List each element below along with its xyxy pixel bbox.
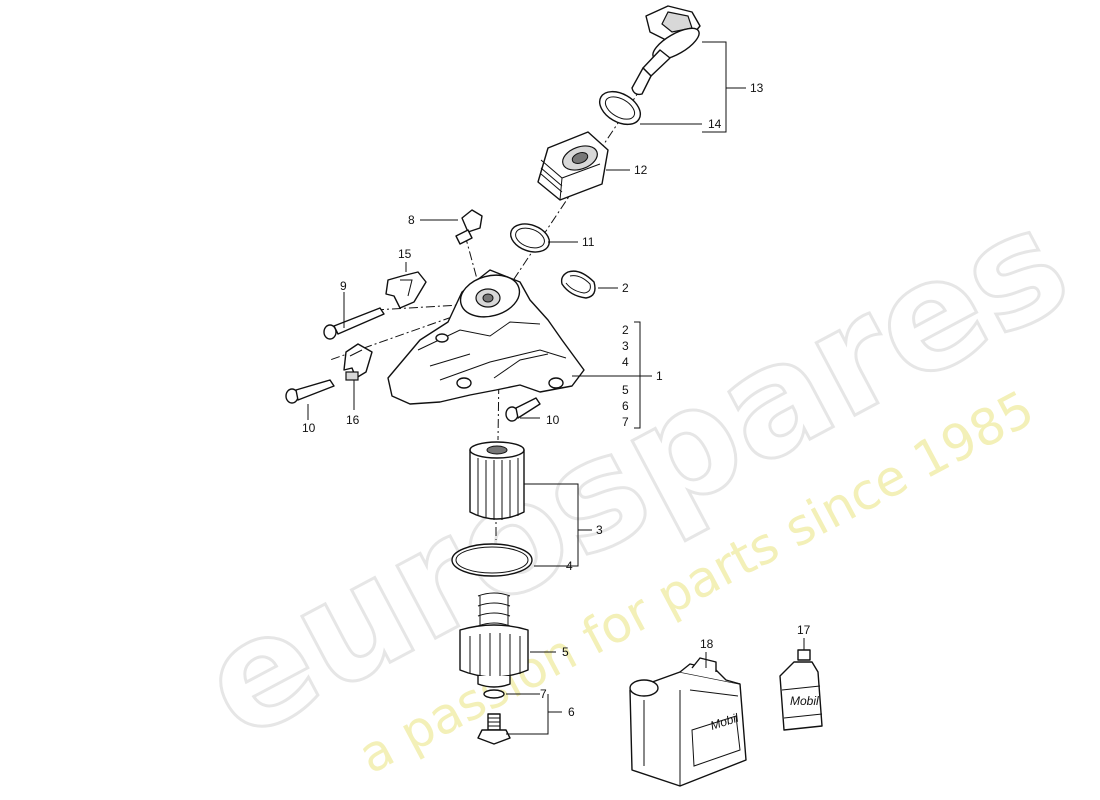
callout-7[interactable]: 7 — [540, 687, 547, 701]
part-5-filter-cap[interactable] — [459, 592, 529, 688]
part-11-seal-ring[interactable] — [507, 219, 553, 257]
callout-18[interactable]: 18 — [700, 637, 714, 651]
part-3-filter-element[interactable] — [469, 441, 525, 520]
callout-3[interactable]: 3 — [596, 523, 603, 537]
callout-5[interactable]: 5 — [562, 645, 569, 659]
callout-14[interactable]: 14 — [708, 117, 722, 131]
callout-group-4[interactable]: 4 — [622, 355, 629, 369]
part-12-oil-cooler[interactable] — [537, 131, 609, 201]
part-9-bolt[interactable] — [323, 307, 385, 340]
part-4-o-ring[interactable] — [451, 543, 533, 577]
part-16-bracket[interactable] — [343, 343, 373, 381]
part-2-gasket[interactable] — [560, 270, 596, 299]
part-10-bolt-right[interactable] — [505, 397, 541, 422]
callout-16[interactable]: 16 — [346, 413, 360, 427]
part-13-bolt[interactable] — [631, 5, 704, 96]
callout-group-7[interactable]: 7 — [622, 415, 629, 429]
callout-2[interactable]: 2 — [622, 281, 629, 295]
callout-11[interactable]: 11 — [582, 235, 595, 249]
callout-10-left[interactable]: 10 — [302, 421, 316, 435]
part-1-filter-housing[interactable] — [387, 269, 585, 405]
callout-15[interactable]: 15 — [398, 247, 412, 261]
callout-group-2[interactable]: 2 — [622, 323, 629, 337]
part-18-oil-canister[interactable]: Mobil — [629, 657, 747, 787]
part-10-bolt-left[interactable] — [285, 379, 335, 404]
callout-1[interactable]: 1 — [656, 369, 663, 383]
callout-9[interactable]: 9 — [340, 279, 347, 293]
part-17-oil-bottle[interactable]: Mobil — [779, 649, 823, 731]
callout-group-3[interactable]: 3 — [622, 339, 629, 353]
callout-4[interactable]: 4 — [566, 559, 573, 573]
bolt-axis — [374, 304, 461, 311]
callout-numbers: 13 14 12 8 11 15 2 9 2 3 4 1 5 6 7 10 16… — [302, 81, 811, 719]
callout-13[interactable]: 13 — [750, 81, 764, 95]
callout-6[interactable]: 6 — [568, 705, 575, 719]
callout-8[interactable]: 8 — [408, 213, 415, 227]
leader-lines — [307, 41, 805, 735]
callout-group-5[interactable]: 5 — [622, 383, 629, 397]
part-15-bracket[interactable] — [385, 271, 427, 309]
part-8-sensor[interactable] — [455, 209, 483, 245]
callout-17[interactable]: 17 — [797, 623, 811, 637]
part-7-small-o-ring[interactable] — [483, 689, 505, 699]
callout-10-right[interactable]: 10 — [546, 413, 560, 427]
callout-group-6[interactable]: 6 — [622, 399, 629, 413]
part-6-drain-plug[interactable] — [477, 713, 511, 745]
part-14-seal-ring[interactable] — [594, 85, 646, 131]
bottle-brand-label: Mobil — [790, 694, 819, 708]
callout-12[interactable]: 12 — [634, 163, 648, 177]
